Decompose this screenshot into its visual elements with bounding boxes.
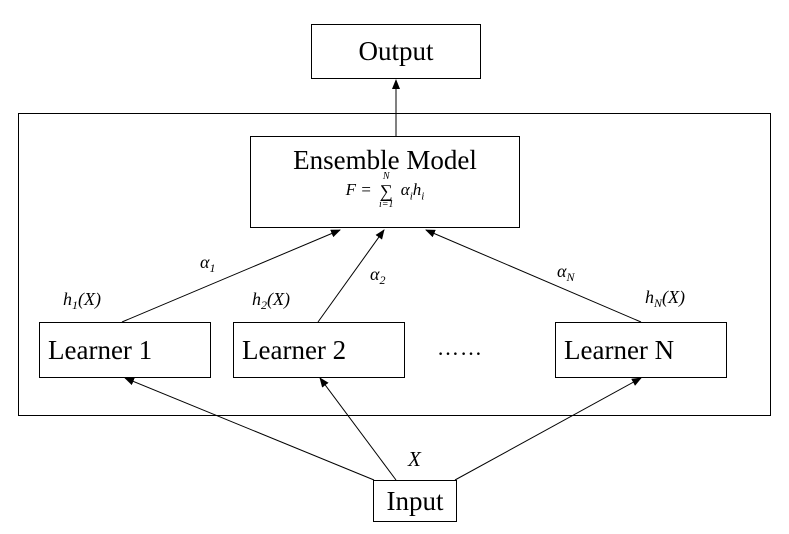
x-label: X	[408, 447, 421, 471]
ensemble-model-node: Ensemble Model	[250, 136, 520, 228]
arrow-learnerN-to-ensemble	[425, 229, 642, 323]
ensemble-frame	[18, 113, 771, 416]
learner-2-node: Learner 2	[233, 322, 405, 378]
hn-label: hN(X)	[645, 287, 685, 310]
arrow-learner1-to-ensemble	[121, 229, 341, 323]
arrow-input-to-learner1	[124, 377, 375, 481]
input-node: Input	[373, 480, 457, 522]
ellipsis: ……	[437, 335, 483, 360]
h2-label: h2(X)	[252, 289, 290, 312]
sum-operator: N ∑ i=1	[379, 171, 394, 210]
arrow-learner2-to-ensemble	[317, 229, 385, 323]
ensemble-formula: F = N ∑ i=1 αihi	[345, 171, 425, 210]
h1-label: h1(X)	[63, 289, 101, 312]
output-label: Output	[358, 36, 434, 66]
alpha-1-label: α1	[200, 252, 216, 275]
arrow-input-to-learner2	[319, 377, 397, 481]
learner-n-label: Learner N	[564, 334, 675, 365]
ensemble-model-label: Ensemble Model	[293, 145, 477, 175]
learner-1-label: Learner 1	[48, 334, 153, 365]
learner-2-label: Learner 2	[242, 334, 347, 365]
alpha-n-label: αN	[557, 261, 575, 284]
output-node: Output	[311, 24, 481, 79]
arrow-input-to-learnerN	[454, 377, 642, 481]
learner-n-node: Learner N	[555, 322, 727, 378]
learner-1-node: Learner 1	[39, 322, 211, 378]
input-label: Input	[386, 485, 444, 516]
alpha-2-label: α2	[370, 264, 386, 287]
